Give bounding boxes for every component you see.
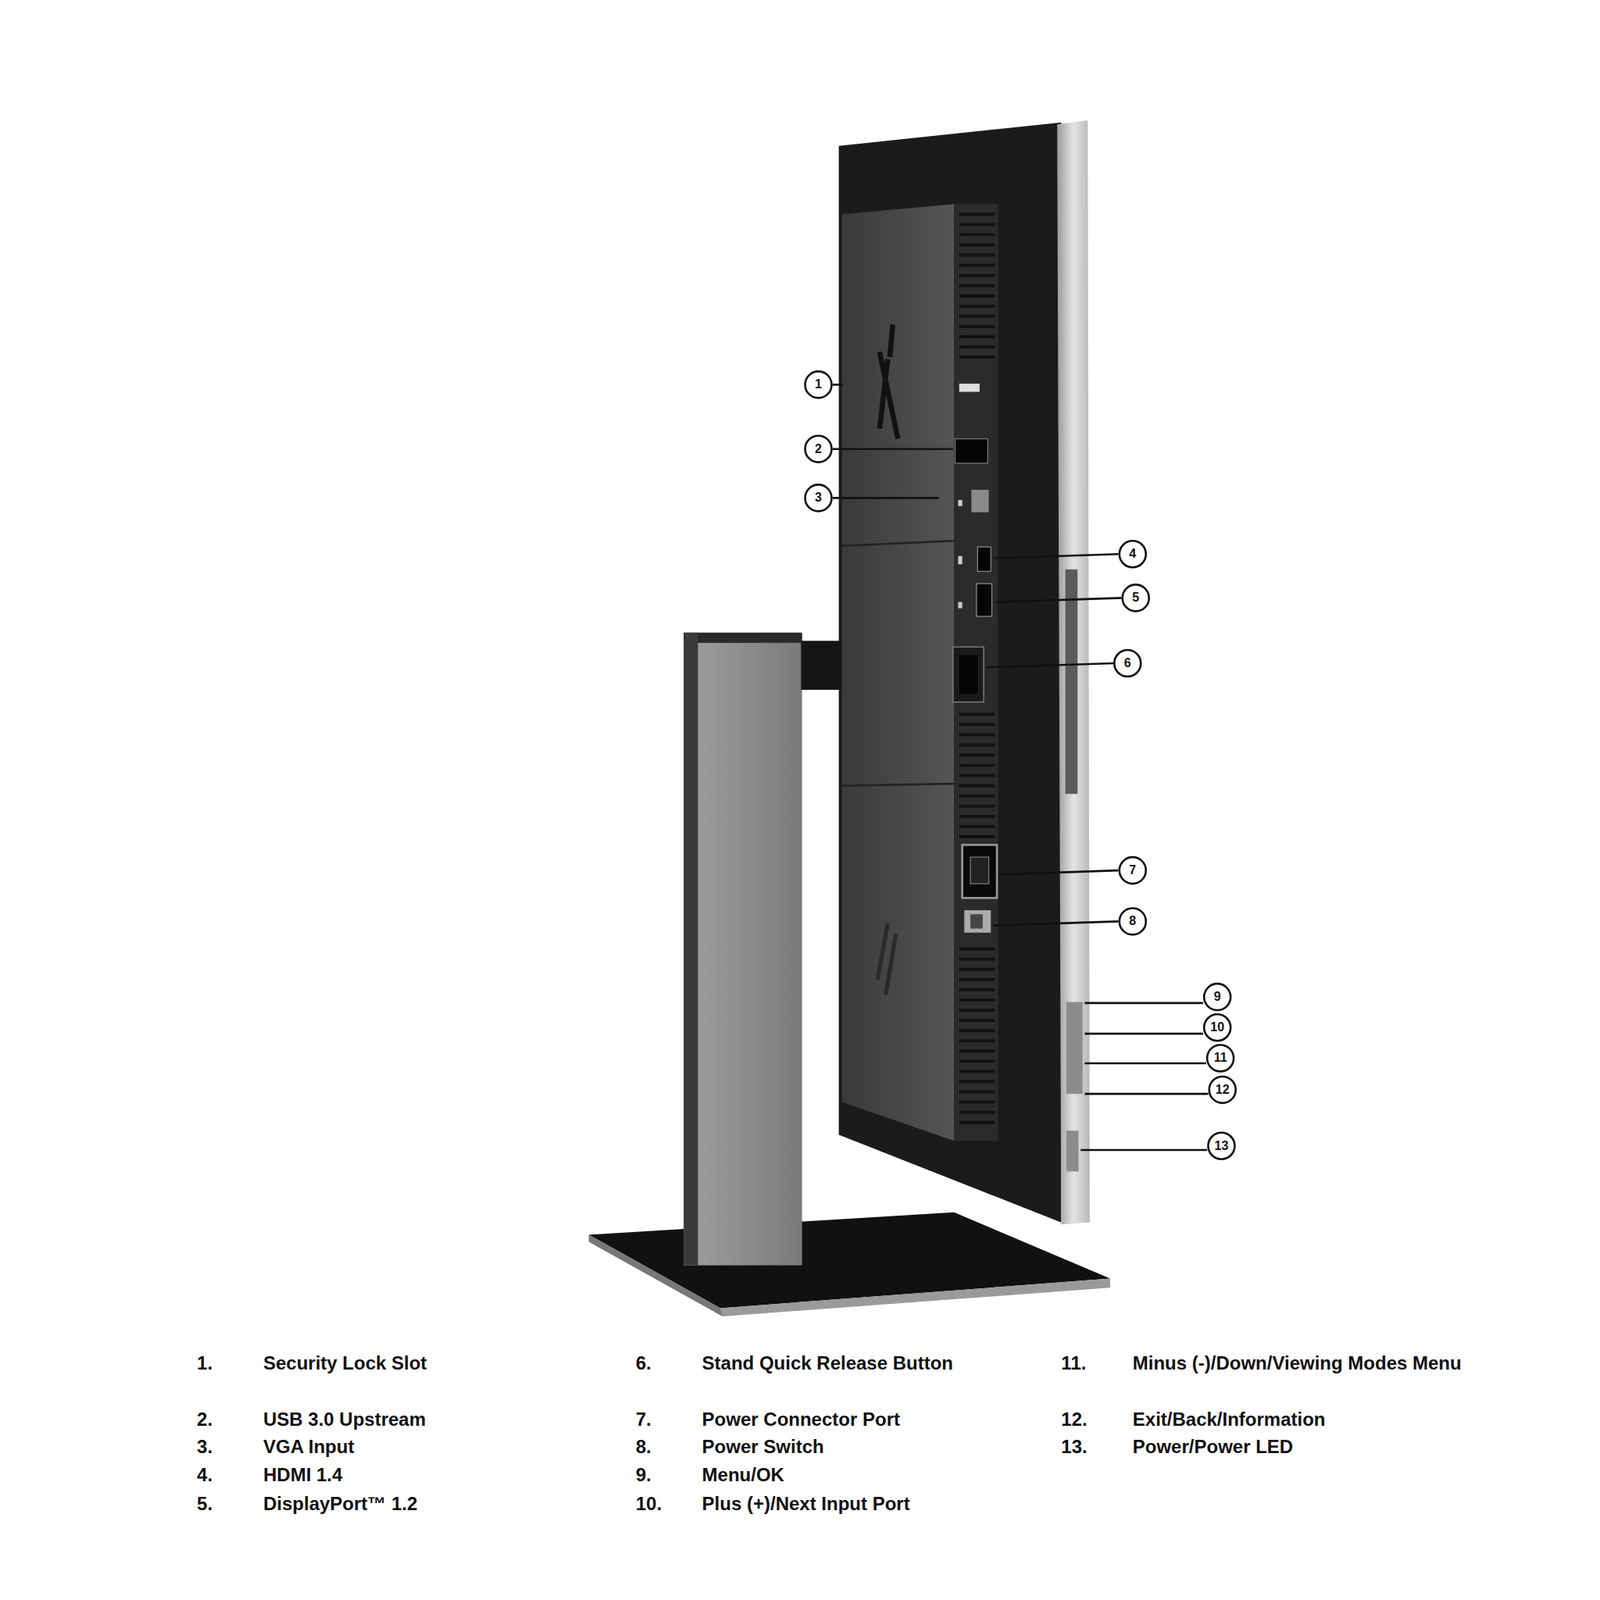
ports [953,383,1083,1172]
legend-text: Security Lock Slot [263,1349,427,1377]
legend-number: 7. [635,1405,652,1433]
legend-number: 10. [635,1489,662,1518]
callout-number: 9 [1201,987,1233,1007]
legend-text: Power/Power LED [1132,1432,1293,1461]
callout-number: 11 [1204,1048,1236,1068]
legend-number: 3. [196,1432,213,1461]
callout-number: 4 [1117,544,1149,564]
legend-text: Plus (+)/Next Input Port [702,1489,911,1518]
callout-number: 13 [1205,1136,1237,1156]
legend-number: 12. [1060,1405,1087,1433]
legend-number: 11. [1060,1349,1086,1377]
legend-text: HDMI 1.4 [263,1460,343,1489]
legend-number: 6. [635,1349,652,1377]
callout-number: 7 [1117,860,1149,880]
legend-number: 9. [635,1460,652,1489]
stand-base-edge [720,1278,1111,1317]
stand-base [589,1212,1111,1309]
callout-circles [805,371,1236,1159]
legend-text: VGA Input [263,1432,354,1461]
legend-number: 8. [635,1432,652,1461]
legend-number: 2. [196,1405,213,1433]
rear-housing [842,203,955,1141]
leader-lines [832,384,1209,1150]
legend-text: Power Switch [702,1432,825,1461]
legend-number: 1. [196,1349,213,1377]
bezel [1057,120,1090,1225]
legend-text: USB 3.0 Upstream [263,1405,426,1433]
legend-text: Power Connector Port [702,1405,900,1433]
callout-number: 1 [803,375,835,394]
legend-number: 4. [196,1460,213,1489]
stand-column [683,632,803,1266]
legend-text: DisplayPort™ 1.2 [263,1489,418,1518]
legend-number: 5. [196,1489,213,1518]
callout-number: 12 [1207,1080,1239,1100]
callout-number: 6 [1111,653,1143,673]
callout-number: 2 [803,439,835,459]
legend-text: Stand Quick Release Button [702,1349,954,1377]
callout-number: 8 [1117,911,1149,931]
legend-text: Menu/OK [702,1460,785,1489]
callout-number: 5 [1120,588,1152,608]
legend-text: Exit/Back/Information [1132,1405,1326,1433]
legend-text: Minus (-)/Down/Viewing Modes Menu [1132,1349,1469,1377]
callout-number: 10 [1201,1017,1233,1037]
callout-number: 3 [803,488,835,508]
legend-number: 13. [1060,1432,1087,1461]
monitor-panel [839,122,1062,1223]
